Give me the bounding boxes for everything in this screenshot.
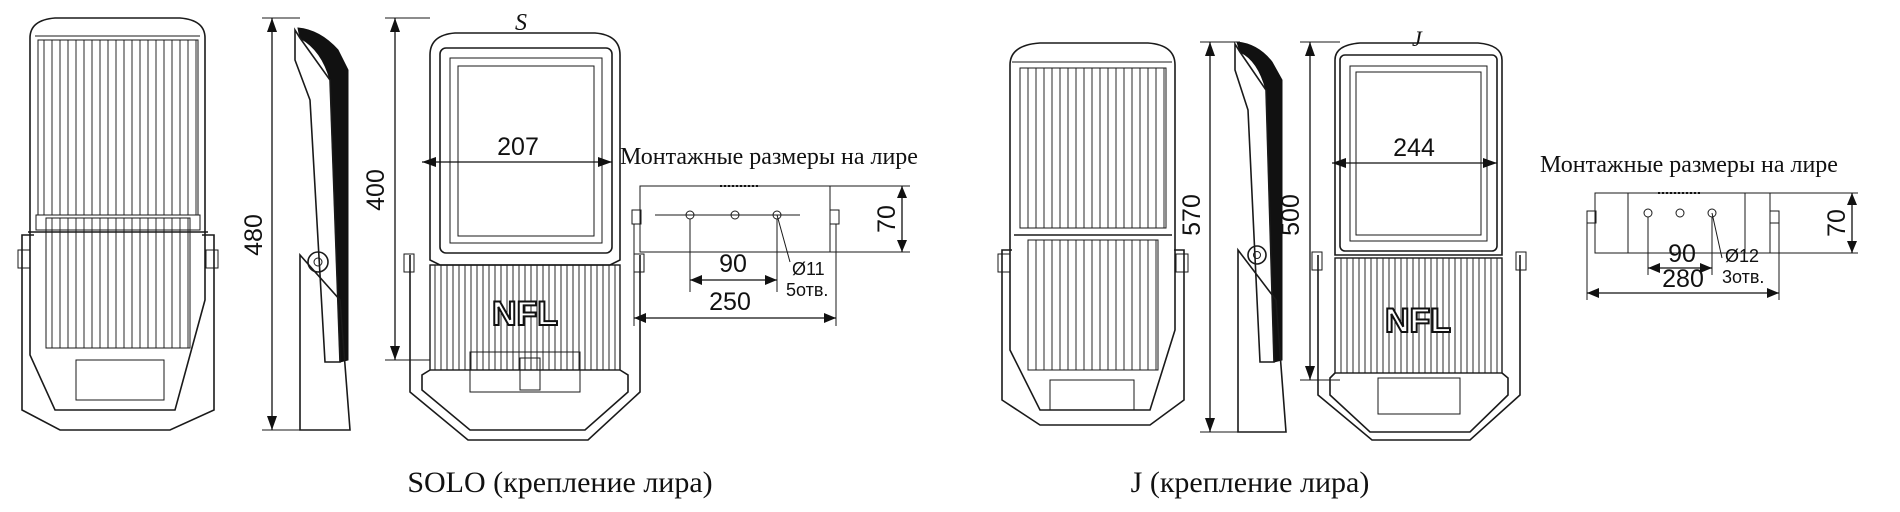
solo-mount-title: Монтажные размеры на лире (620, 144, 918, 170)
j-mount: Монтажные размеры на лире 70 90 (1540, 152, 1858, 300)
solo-mount-spacing: 90 (719, 250, 747, 278)
solo-caption: SOLO (крепление лира) (407, 466, 712, 499)
j-front-view: J NFL (1311, 26, 1527, 441)
j-hole-count: 3отв. (1722, 267, 1764, 287)
solo-logo: NFL (492, 295, 558, 333)
solo-group: S NFL 480 400 207 Монтажны (17, 10, 918, 499)
j-glass-width: 244 (1393, 134, 1435, 162)
j-back-view (997, 42, 1189, 426)
j-mount-height: 70 (1823, 209, 1851, 237)
solo-height-front: 400 (362, 169, 390, 211)
j-caption: J (крепление лира) (1131, 466, 1370, 499)
j-side-view (1234, 41, 1287, 433)
j-height-side: 570 (1178, 194, 1206, 236)
solo-hole-count: 5отв. (786, 280, 828, 300)
solo-front-view: S NFL (403, 10, 645, 441)
solo-mount-width: 250 (709, 288, 751, 316)
solo-mount: Монтажные размеры на лире 70 90 (620, 144, 918, 326)
j-group: J NFL 570 500 244 Монтажны (997, 26, 1858, 499)
j-logo: NFL (1385, 302, 1451, 340)
solo-glass-width: 207 (497, 133, 539, 161)
solo-side-view (294, 27, 351, 431)
solo-dimensions: 480 400 207 (240, 17, 612, 431)
solo-hole-diameter: Ø11 (792, 259, 825, 279)
j-height-front: 500 (1277, 194, 1305, 236)
j-mount-title: Монтажные размеры на лире (1540, 152, 1838, 178)
j-mount-spacing: 90 (1668, 240, 1696, 268)
j-hole-diameter: Ø12 (1725, 246, 1759, 266)
solo-back-view (17, 17, 219, 431)
solo-height-side: 480 (240, 214, 268, 256)
j-dimensions: 570 500 244 (1178, 41, 1497, 433)
j-mount-width: 280 (1662, 265, 1704, 293)
j-brand-mark: J (1412, 26, 1423, 51)
solo-mount-height: 70 (873, 205, 901, 233)
solo-brand-mark: S (515, 10, 527, 36)
